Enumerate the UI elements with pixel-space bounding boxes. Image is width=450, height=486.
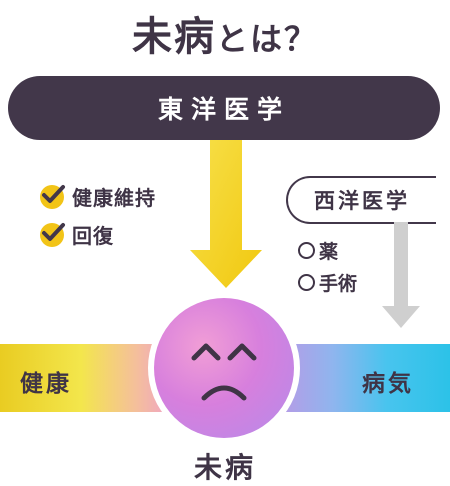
- benefit-item: 健康維持: [38, 180, 156, 212]
- check-circle-icon: [40, 223, 65, 247]
- page-title: 未病とは？: [0, 4, 450, 62]
- method-item: 手術: [298, 266, 357, 298]
- eastern-benefits-list: 健康維持 回復: [38, 180, 156, 256]
- health-label: 健康: [20, 371, 72, 397]
- title-suffix: とは？: [215, 20, 318, 58]
- western-medicine-bar: 西洋医学: [286, 176, 436, 224]
- method-label: 薬: [319, 240, 339, 263]
- title-main: 未病: [131, 14, 216, 60]
- mibyou-face: [148, 292, 300, 444]
- worried-face-icon: [154, 298, 294, 438]
- western-methods-list: 薬 手術: [298, 234, 357, 298]
- eastern-medicine-bar: 東洋医学: [8, 76, 440, 140]
- eastern-medicine-label: 東洋医学: [157, 95, 290, 124]
- mibyou-label: 未病: [193, 451, 256, 484]
- western-medicine-label: 西洋医学: [314, 189, 410, 213]
- method-item: 薬: [298, 234, 357, 266]
- circle-bullet-icon: [298, 273, 315, 291]
- benefit-label: 健康維持: [72, 185, 156, 210]
- method-label: 手術: [319, 272, 358, 295]
- check-circle-icon: [40, 185, 65, 209]
- benefit-item: 回復: [38, 218, 156, 250]
- grey-down-arrow-icon: [382, 222, 420, 328]
- disease-label: 病気: [362, 371, 414, 397]
- circle-bullet-icon: [298, 241, 315, 259]
- yellow-down-arrow-icon: [190, 140, 262, 288]
- benefit-label: 回復: [72, 223, 114, 248]
